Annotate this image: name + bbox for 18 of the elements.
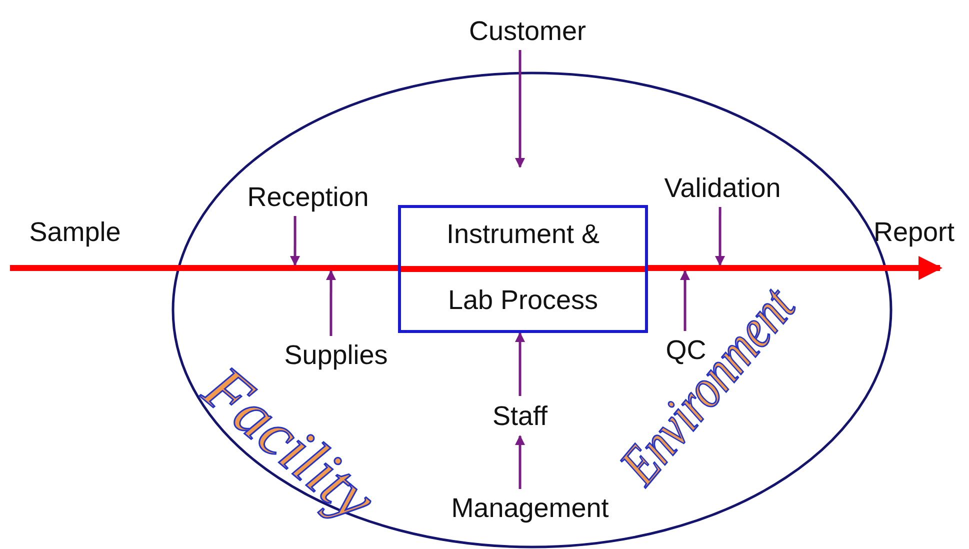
node-label: Reception — [247, 180, 369, 214]
node-label: Validation — [664, 172, 781, 204]
arrow — [515, 50, 525, 168]
node-label: Sample — [29, 216, 121, 248]
arrow — [326, 270, 336, 336]
box-text: Lab Process — [448, 284, 598, 316]
node-label: Supplies — [284, 338, 388, 370]
arrow — [648, 256, 942, 280]
node-label: Management — [451, 492, 609, 524]
arrow — [715, 207, 725, 266]
arrow — [515, 332, 525, 396]
node-label: Report — [873, 216, 955, 248]
arrow — [680, 270, 690, 331]
box-text: Instrument & — [446, 218, 600, 250]
arrow — [515, 435, 525, 489]
node-label: Customer — [468, 14, 586, 48]
arrow — [290, 216, 300, 266]
node-label: Staff — [492, 400, 548, 432]
